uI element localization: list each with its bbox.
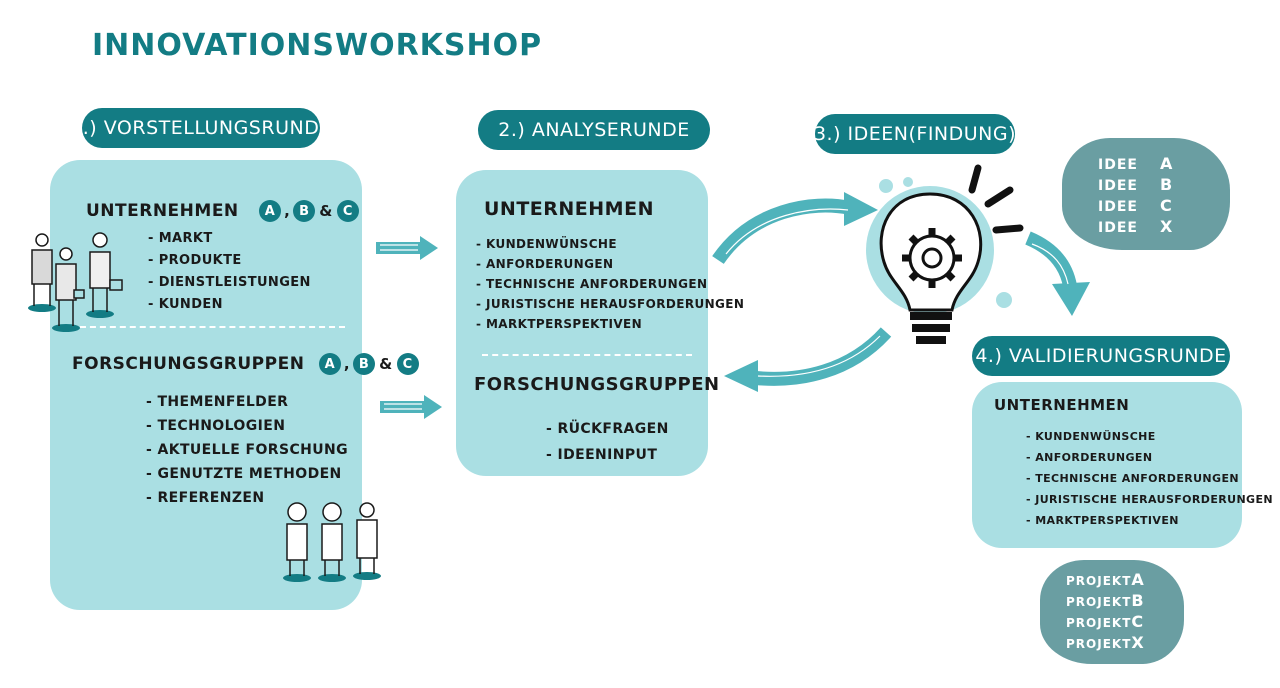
- badge-c: C: [336, 200, 359, 222]
- s1-divider: [70, 326, 345, 328]
- s2-divider: [482, 354, 692, 356]
- project-letter: A: [1131, 570, 1145, 589]
- badge-b: B: [353, 353, 376, 375]
- s2-research-list: - Rückfragen - Ideeninput: [546, 416, 669, 468]
- list-item: - Markt: [148, 231, 213, 246]
- step-3-label: 3.) Ideen(findung): [814, 114, 1016, 154]
- idea-item: Idee B: [1098, 175, 1173, 196]
- list-item: - Technische Anforderungen: [1026, 472, 1239, 485]
- list-item: - Ideeninput: [546, 447, 658, 463]
- project-item: ProjektA: [1066, 570, 1145, 591]
- projects-list: ProjektA ProjektB ProjektC ProjektX: [1066, 570, 1145, 654]
- step-4-label: 4.) Validierungsrunde: [972, 336, 1230, 376]
- idea-word: Idee: [1098, 199, 1138, 215]
- project-word: Projekt: [1066, 637, 1132, 651]
- list-item: - Juristische Herausforderungen: [1026, 493, 1274, 506]
- s4-companies-heading: Unternehmen: [994, 396, 1130, 414]
- s1-research-list: - Themenfelder - Technologien - Aktuelle…: [146, 390, 348, 510]
- project-item: ProjektX: [1066, 633, 1145, 654]
- badge-ampersand: &: [319, 202, 333, 220]
- project-letter: C: [1131, 612, 1145, 631]
- project-item: ProjektB: [1066, 591, 1145, 612]
- s1-research-heading: Forschungsgruppen A,B & C: [72, 353, 419, 375]
- idea-word: Idee: [1098, 220, 1138, 236]
- list-item: - Kundenwünsche: [1026, 430, 1156, 443]
- s1-research-heading-text: Forschungsgruppen: [72, 354, 305, 374]
- step-4-panel: Unternehmen - Kundenwünsche - Anforderun…: [972, 382, 1273, 548]
- s2-research-heading: Forschungsgruppen: [474, 374, 720, 395]
- list-item: - Dienstleistungen: [148, 275, 311, 290]
- project-letter: X: [1131, 633, 1145, 652]
- researchers-illustration: [283, 502, 381, 582]
- list-item: - Genutzte Methoden: [146, 466, 342, 482]
- list-item: - Anforderungen: [1026, 451, 1153, 464]
- s1-companies-heading-text: Unternehmen: [86, 201, 239, 221]
- list-item: - Technologien: [146, 418, 286, 434]
- list-item: - Kundenwünsche: [476, 237, 617, 251]
- s1-companies-badges: A,B & C: [259, 200, 359, 222]
- idea-letter: C: [1160, 196, 1173, 215]
- badge-comma: ,: [284, 202, 291, 220]
- list-item: - Kunden: [148, 297, 223, 312]
- project-item: ProjektC: [1066, 612, 1145, 633]
- list-item: - Rückfragen: [546, 421, 669, 437]
- project-word: Projekt: [1066, 574, 1132, 588]
- badge-c: C: [396, 353, 419, 375]
- list-item: - Juristische Herausforderungen: [476, 297, 745, 311]
- curved-arrow-down-icon: [1025, 231, 1090, 316]
- curved-arrow-right-icon: [712, 192, 878, 265]
- idea-word: Idee: [1098, 178, 1138, 194]
- project-word: Projekt: [1066, 595, 1132, 609]
- s1-research-badges: A,B & C: [318, 353, 419, 375]
- s2-companies-heading: Unternehmen: [484, 198, 654, 220]
- project-word: Projekt: [1066, 616, 1132, 630]
- curved-arrow-left-icon: [724, 327, 892, 392]
- arrow-right-icon: [380, 395, 442, 419]
- business-people-illustration: [28, 232, 123, 332]
- step-2-label: 2.) Analyserunde: [478, 110, 710, 150]
- step-2-panel: Unternehmen - Kundenwünsche - Anforderun…: [456, 170, 744, 476]
- list-item: - Anforderungen: [476, 257, 614, 271]
- idea-item: Idee X: [1098, 217, 1173, 238]
- list-item: - Referenzen: [146, 490, 265, 506]
- step-1-label: 1.) Vorstellungsrunde: [70, 108, 331, 148]
- projects-cloud: ProjektA ProjektB ProjektC ProjektX: [1040, 560, 1184, 664]
- list-item: - Themenfelder: [146, 394, 289, 410]
- ideas-list: IdeeA IdeeB IdeeC IdeeX: [1098, 154, 1173, 238]
- badge-a: A: [318, 353, 341, 375]
- s4-companies-list: - Kundenwünsche - Anforderungen - Techni…: [1026, 426, 1273, 531]
- project-letter: B: [1131, 591, 1145, 610]
- list-item: - Technische Anforderungen: [476, 277, 708, 291]
- badge-b: B: [293, 200, 316, 222]
- ideas-cloud: IdeeA IdeeB IdeeC IdeeX: [1062, 138, 1230, 250]
- badge-a: A: [259, 200, 282, 222]
- idea-letter: B: [1160, 175, 1174, 194]
- s2-companies-list: - Kundenwünsche - Anforderungen - Techni…: [476, 234, 744, 334]
- badge-ampersand: &: [379, 355, 393, 373]
- list-item: - Marktperspektiven: [1026, 514, 1179, 527]
- idea-letter: X: [1160, 217, 1174, 236]
- list-item: - Aktuelle Forschung: [146, 442, 349, 458]
- idea-item: Idee C: [1098, 196, 1173, 217]
- idea-item: Idee A: [1098, 154, 1173, 175]
- page-title: Innovationsworkshop: [92, 28, 543, 63]
- arrow-right-icon: [376, 236, 438, 260]
- list-item: - Marktperspektiven: [476, 317, 643, 331]
- badge-comma: ,: [343, 355, 351, 373]
- idea-word: Idee: [1098, 157, 1138, 173]
- lightbulb-gear-icon: [866, 164, 1024, 344]
- s1-companies-list: - Markt - Produkte - Dienstleistungen - …: [148, 228, 311, 316]
- list-item: - Produkte: [148, 253, 242, 268]
- idea-letter: A: [1160, 154, 1174, 173]
- s1-companies-heading: Unternehmen A,B & C: [86, 200, 359, 222]
